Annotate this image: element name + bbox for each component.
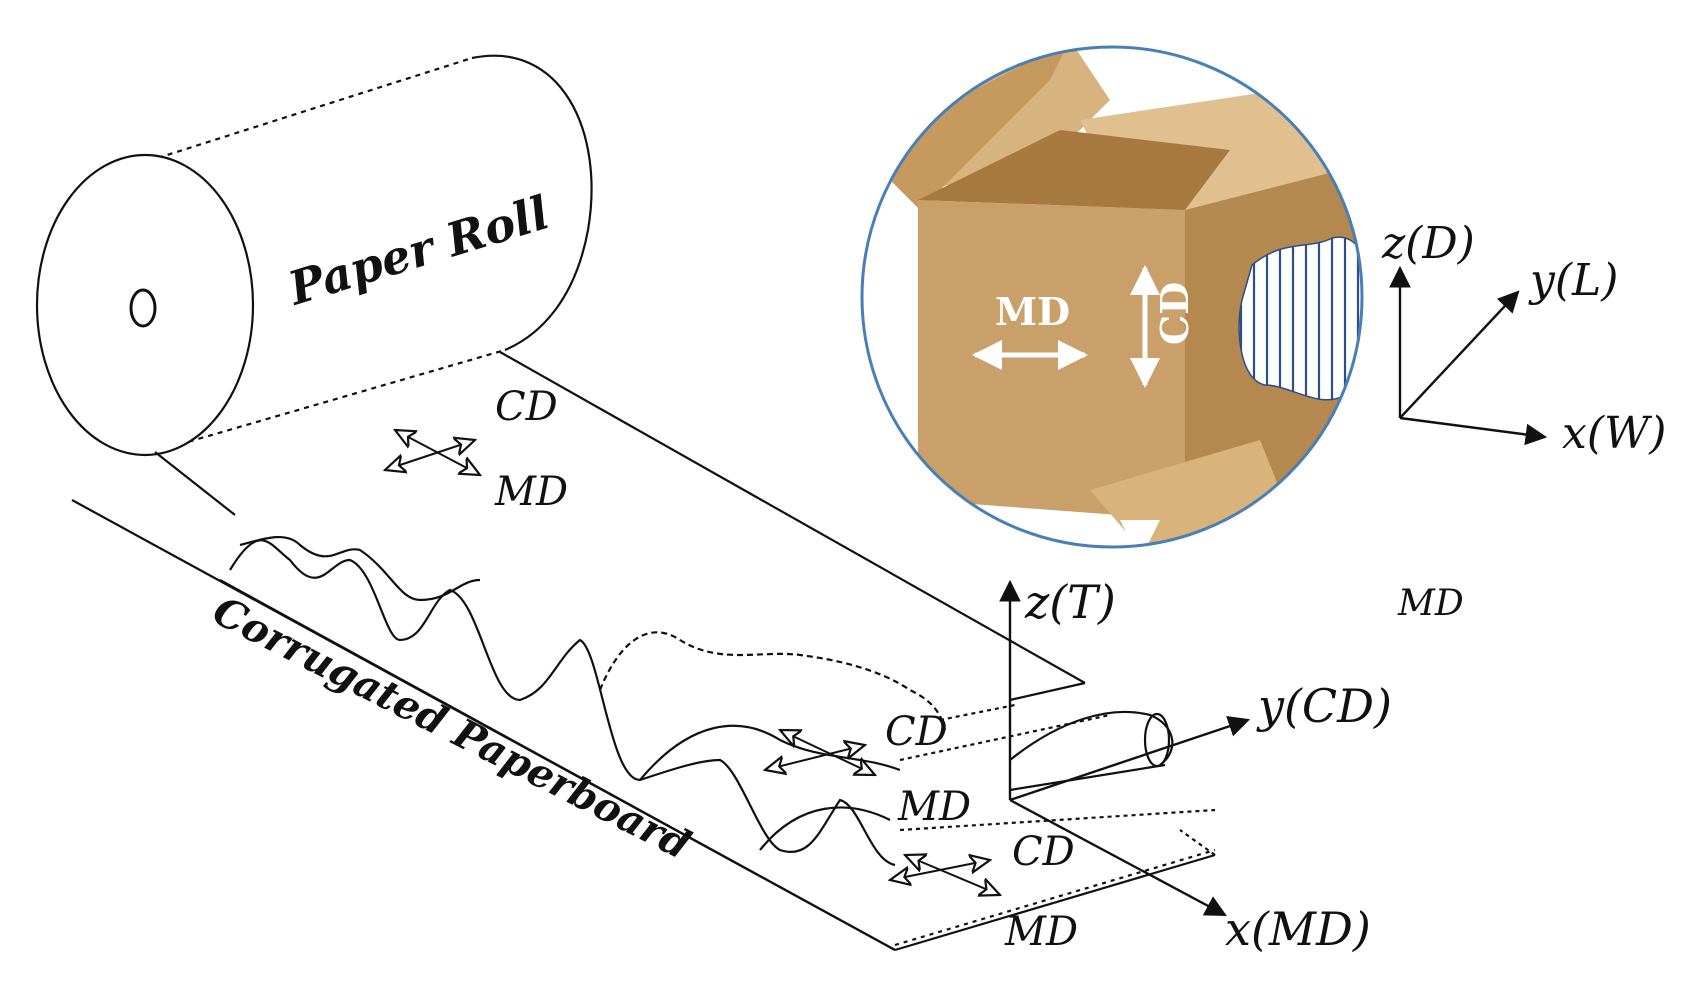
box-md-label: MD xyxy=(995,289,1070,334)
axis-label-y-l: y(L) xyxy=(1528,255,1618,306)
sheet-arrow-group-1 xyxy=(385,430,480,475)
sheet-cd-label-3: CD xyxy=(1012,829,1075,875)
y-axis-arrow-icon xyxy=(1009,715,1251,802)
paper-sheet xyxy=(154,351,1086,702)
corrugated-board-label: Corrugated Paperboard xyxy=(205,587,697,869)
corrugated-paperboard xyxy=(71,499,1216,952)
y-axis-arrow-icon xyxy=(1399,290,1520,419)
sheet-arrow-group-3 xyxy=(890,855,1000,895)
board-axes xyxy=(999,579,1251,917)
x-axis-arrow-icon xyxy=(1009,798,1227,917)
box-cd-label: CD xyxy=(1152,282,1197,345)
cd-md-arrow-icon xyxy=(395,430,480,475)
paper-roll-label: Paper Roll xyxy=(281,185,556,316)
sheet-cd-label-1: CD xyxy=(495,384,558,430)
sheet-arrow-group-2 xyxy=(765,730,875,775)
stray-md-label: MD xyxy=(1397,583,1464,624)
cd-md-arrow-icon xyxy=(905,855,1000,895)
box-inset: MD CD xyxy=(860,45,1364,549)
inset-circle-border xyxy=(860,45,1364,549)
cd-md-arrow-icon xyxy=(780,730,875,775)
axis-label-x-w: x(W) xyxy=(1562,408,1666,459)
paper-roll xyxy=(35,54,593,457)
sheet-md-label-3: MD xyxy=(1004,909,1078,955)
axis-label-z-t: z(T) xyxy=(1024,575,1116,629)
axis-label-x-md: x(MD) xyxy=(1225,902,1371,956)
sheet-md-label-1: MD xyxy=(494,469,568,515)
x-axis-arrow-icon xyxy=(1399,416,1548,446)
sheet-cd-label-2: CD xyxy=(885,709,948,755)
sheet-md-label-2: MD xyxy=(897,784,971,830)
axis-label-y-cd: y(CD) xyxy=(1256,679,1392,733)
box-axes xyxy=(1389,265,1548,446)
axis-label-z-d: z(D) xyxy=(1381,218,1475,269)
